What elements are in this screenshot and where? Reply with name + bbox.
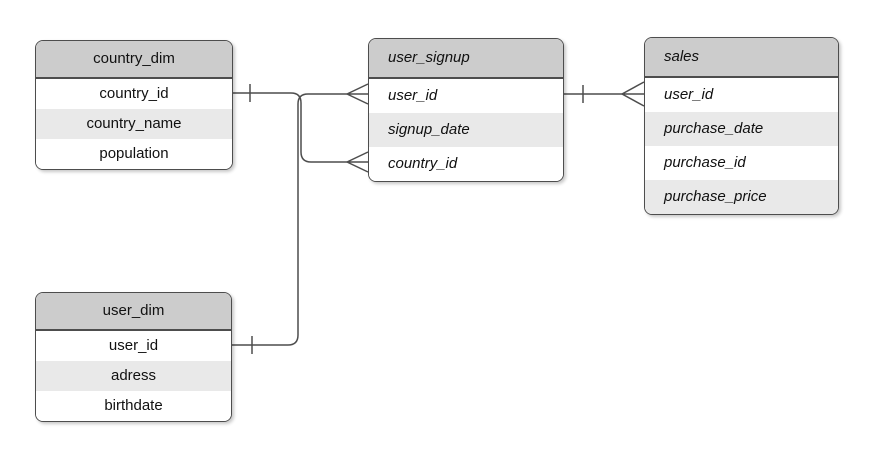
relationship-line[interactable] bbox=[233, 92, 347, 163]
entity-title: user_signup bbox=[369, 39, 563, 79]
field-row[interactable]: user_id bbox=[645, 78, 838, 112]
field-row[interactable]: country_id bbox=[369, 147, 563, 181]
field-row[interactable]: purchase_date bbox=[645, 112, 838, 146]
relationship-line[interactable] bbox=[232, 93, 347, 346]
field-row[interactable]: purchase_id bbox=[645, 146, 838, 180]
entity-country-dim[interactable]: country_dim country_id country_name popu… bbox=[35, 40, 233, 170]
entity-title: user_dim bbox=[36, 293, 231, 331]
entity-sales[interactable]: sales user_id purchase_date purchase_id … bbox=[644, 37, 839, 215]
crow-foot-many-icon bbox=[346, 83, 369, 105]
entity-title: sales bbox=[645, 38, 838, 78]
field-row[interactable]: user_id bbox=[369, 79, 563, 113]
field-row[interactable]: purchase_price bbox=[645, 180, 838, 214]
entity-user-signup[interactable]: user_signup user_id signup_date country_… bbox=[368, 38, 564, 182]
field-row[interactable]: adress bbox=[36, 361, 231, 391]
crow-foot-many-icon bbox=[346, 151, 369, 173]
field-row[interactable]: country_id bbox=[36, 79, 232, 109]
entity-user-dim[interactable]: user_dim user_id adress birthdate bbox=[35, 292, 232, 422]
entity-title: country_dim bbox=[36, 41, 232, 79]
relationship-user-dim-to-user-signup[interactable] bbox=[232, 83, 369, 354]
field-row[interactable]: birthdate bbox=[36, 391, 231, 421]
field-row[interactable]: user_id bbox=[36, 331, 231, 361]
relationship-user-signup-to-sales[interactable] bbox=[564, 81, 645, 107]
crow-foot-many-icon bbox=[621, 81, 645, 107]
field-row[interactable]: country_name bbox=[36, 109, 232, 139]
field-row[interactable]: signup_date bbox=[369, 113, 563, 147]
relationship-country-dim-to-user-signup[interactable] bbox=[233, 84, 369, 173]
field-row[interactable]: population bbox=[36, 139, 232, 169]
